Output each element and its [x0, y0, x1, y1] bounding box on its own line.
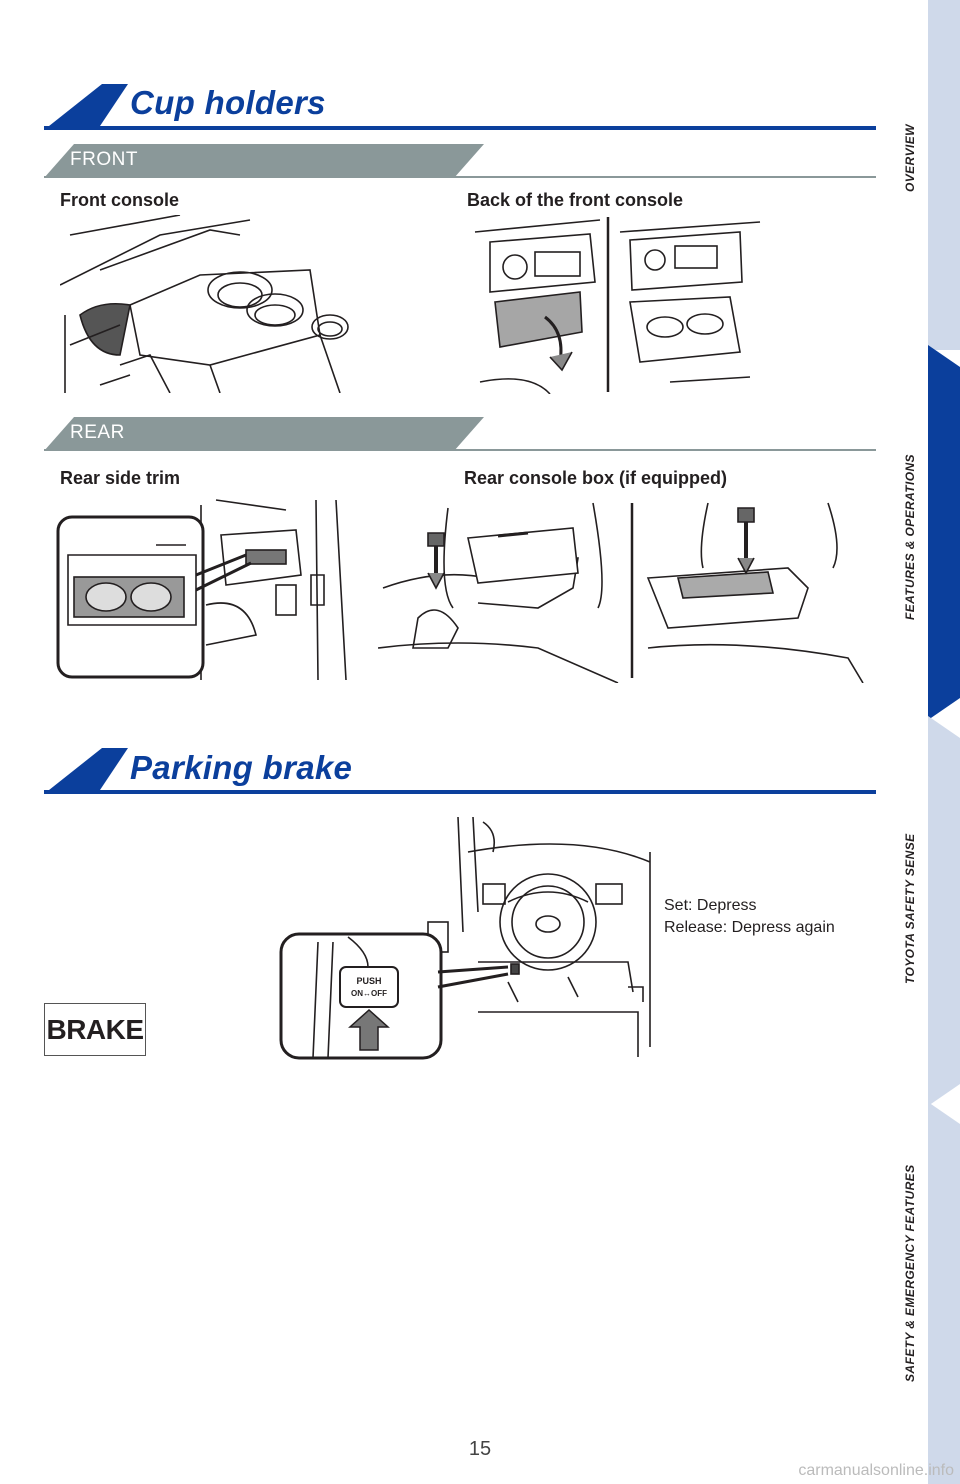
side-label-overview[interactable]: OVERVIEW	[903, 124, 917, 192]
side-tab-features[interactable]	[928, 345, 960, 720]
front-console-illustration	[60, 215, 360, 393]
on-off-button-text: ON↔OFF	[351, 989, 387, 998]
caption-rear-side-trim: Rear side trim	[60, 468, 181, 488]
parking-brake-instruction-release: Release: Depress again	[664, 919, 835, 936]
rear-console-box-illustration	[378, 498, 868, 683]
front-subheader-bar	[44, 144, 484, 178]
side-tab-emergency[interactable]	[928, 1102, 960, 1484]
cup-holders-title: Cup holders	[130, 84, 326, 121]
header-tab-cutout	[100, 84, 400, 126]
header-rule	[44, 790, 876, 794]
header-tab-cutout	[100, 748, 400, 790]
page-number: 15	[468, 1438, 492, 1460]
rear-side-trim-illustration	[56, 495, 356, 680]
side-label-safety-sense[interactable]: TOYOTA SAFETY SENSE	[903, 833, 917, 984]
parking-brake-instruction-set: Set: Depress	[664, 897, 757, 914]
caption-rear-console-box: Rear console box (if equipped)	[464, 468, 728, 488]
side-tab-overview[interactable]	[928, 0, 960, 350]
front-subheader-rule	[44, 176, 876, 178]
front-subheader-label: FRONT	[70, 149, 138, 170]
brake-indicator: BRAKE	[44, 1003, 146, 1056]
rear-subheader-bar	[44, 417, 484, 451]
cup-holders-header	[0, 84, 900, 130]
side-label-emergency[interactable]: SAFETY & EMERGENCY FEATURES	[903, 1164, 917, 1383]
rear-subheader-rule	[44, 449, 876, 451]
parking-brake-title: Parking brake	[130, 749, 353, 786]
side-tab-safety-sense[interactable]	[928, 716, 960, 1106]
parking-brake-illustration: PUSH ON↔OFF	[278, 812, 658, 1062]
rear-subheader-label: REAR	[70, 422, 125, 443]
parking-brake-header	[0, 748, 900, 794]
side-nav	[928, 0, 960, 1484]
side-label-features[interactable]: FEATURES & OPERATIONS	[903, 454, 917, 620]
header-rule	[44, 126, 876, 130]
caption-back-front-console: Back of the front console	[467, 190, 684, 210]
caption-front-console: Front console	[60, 190, 180, 210]
watermark: carmanualsonline.info	[798, 1462, 954, 1479]
push-button-text: PUSH	[356, 976, 381, 986]
back-front-console-illustration	[470, 212, 770, 394]
